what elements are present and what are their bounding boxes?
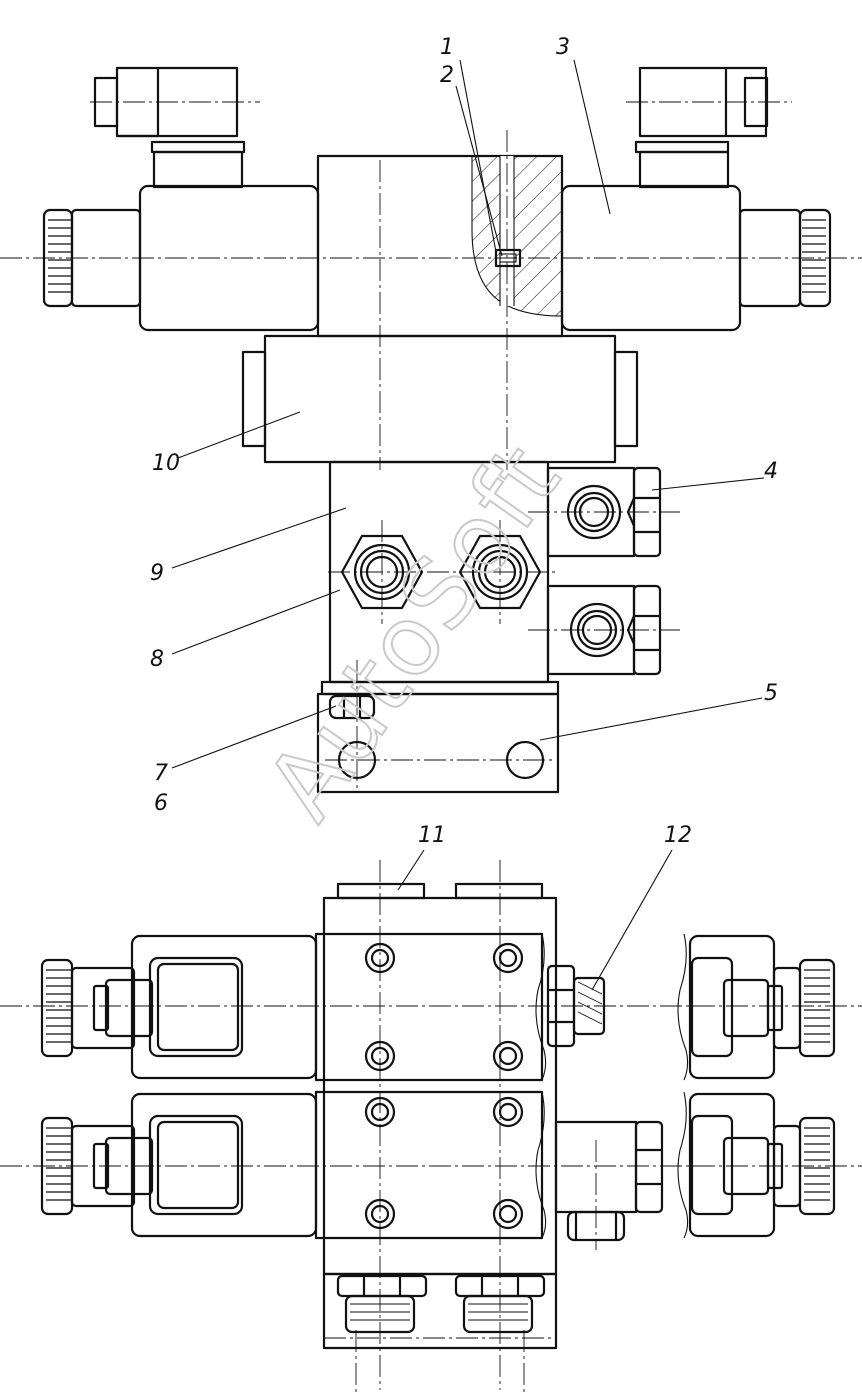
bottom-fittings (336, 1274, 546, 1334)
upper-valve-row (40, 932, 544, 1082)
label-10: 10 (152, 451, 180, 476)
label-9: 9 (150, 561, 164, 586)
label-6: 6 (154, 791, 168, 816)
right-solenoids-bottom (688, 934, 836, 1238)
bottom-body-plate (322, 882, 558, 1350)
bottom-view (0, 849, 862, 1392)
break-lines (535, 933, 689, 1239)
label-2: 2 (440, 63, 454, 88)
part-labels: 1 2 3 4 5 6 7 8 9 10 11 12 (150, 35, 778, 848)
label-5: 5 (764, 681, 778, 706)
top-view (0, 59, 862, 794)
label-4: 4 (764, 459, 778, 484)
lower-valve-row (40, 1090, 544, 1240)
center-lines-bottom (0, 860, 862, 1392)
label-11: 11 (418, 823, 446, 848)
lower-body-10 (241, 334, 639, 464)
leader-lines-top (171, 59, 765, 769)
label-8: 8 (150, 647, 164, 672)
leader-lines-bottom (397, 849, 673, 991)
label-12: 12 (664, 823, 692, 848)
label-3: 3 (556, 35, 570, 60)
center-lines-top (0, 101, 862, 790)
label-1: 1 (440, 35, 454, 60)
valve-body (316, 154, 564, 338)
right-port-bottom (554, 1120, 664, 1242)
label-7: 7 (154, 761, 168, 786)
left-connector-plug (93, 66, 246, 189)
right-connector-plug (634, 66, 769, 189)
